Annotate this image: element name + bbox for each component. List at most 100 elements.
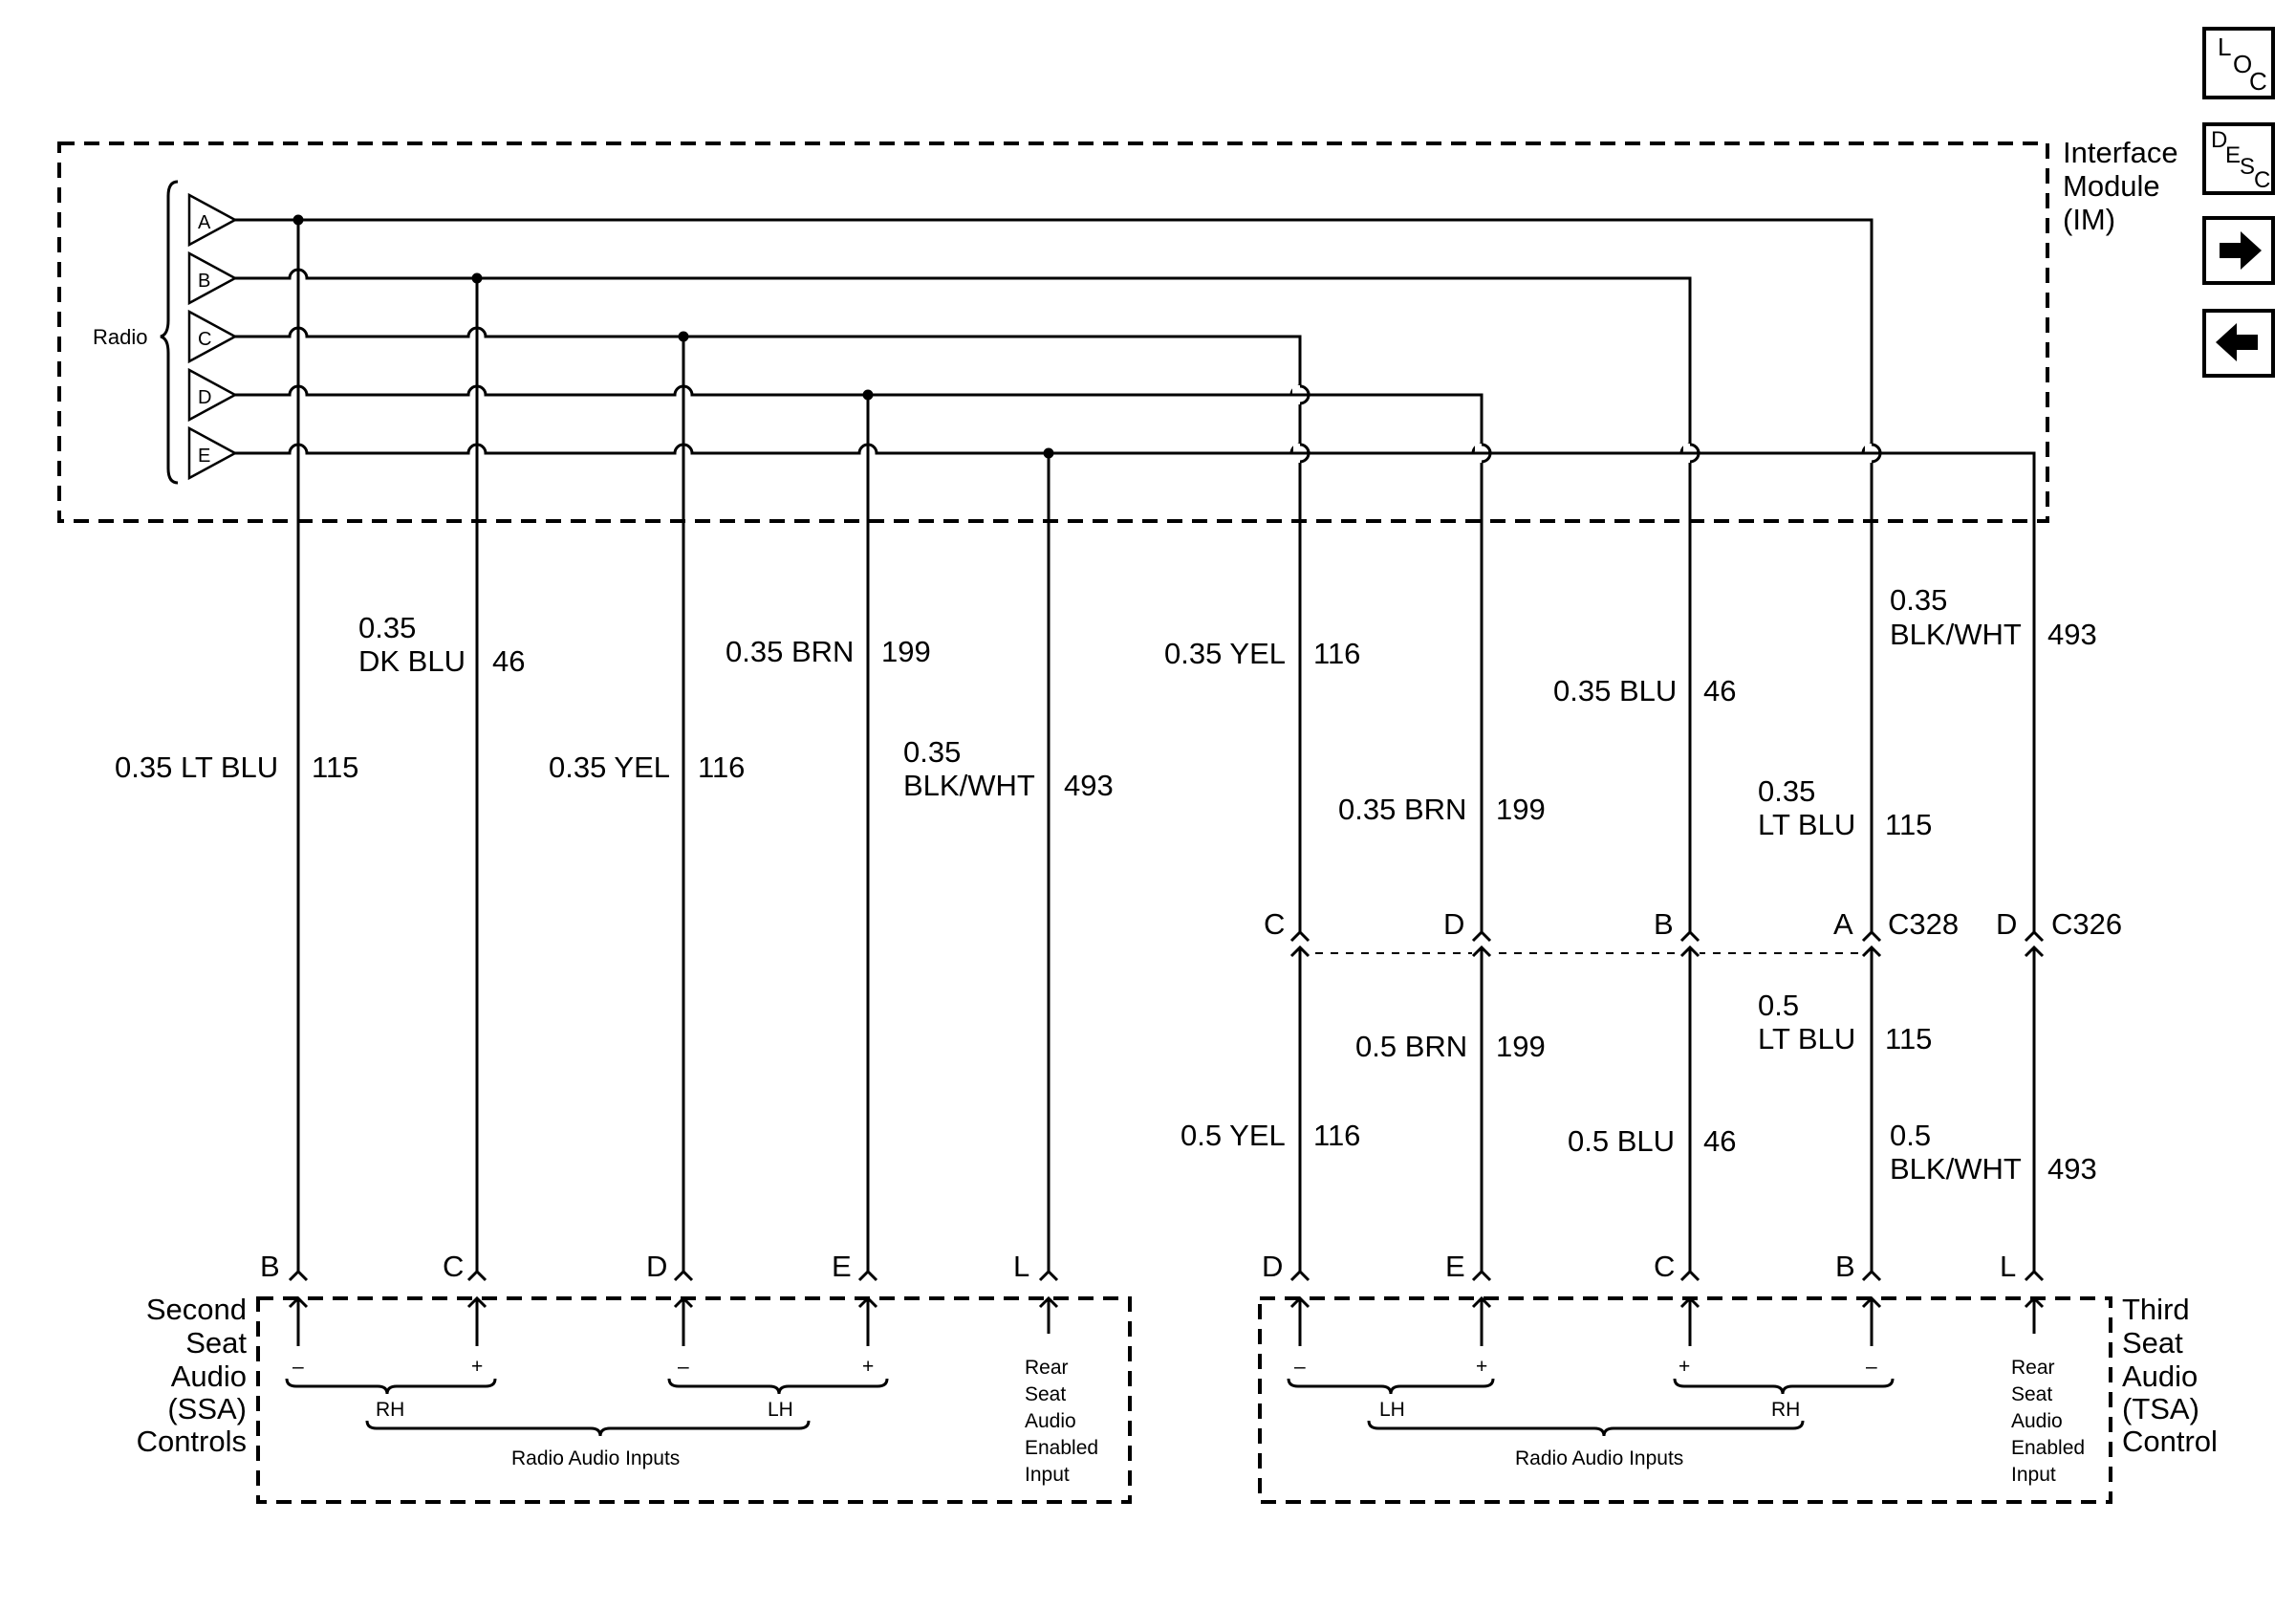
- svg-text:E: E: [2225, 142, 2241, 168]
- tsa-pin-l: L: [2000, 1250, 2045, 1334]
- ssa-pin-c: C +: [443, 1250, 487, 1378]
- svg-text:Input: Input: [1025, 1464, 1070, 1486]
- svg-text:D: D: [198, 387, 211, 408]
- arrow-right-icon: [2220, 231, 2262, 270]
- svg-text:C: C: [2249, 67, 2267, 96]
- svg-text:Third: Third: [2122, 1293, 2190, 1326]
- svg-text:BLK/WHT: BLK/WHT: [903, 769, 1035, 802]
- splice-dot-d: [862, 389, 874, 401]
- svg-text:L: L: [1013, 1250, 1029, 1283]
- tsa-inputs-brace: [1367, 1420, 1805, 1437]
- svg-text:L: L: [2218, 33, 2231, 61]
- svg-text:E: E: [198, 446, 210, 467]
- svg-text:493: 493: [1064, 769, 1114, 802]
- radio-pin-d: D: [187, 367, 238, 423]
- tsa-pin-c: C +: [1654, 1250, 1700, 1378]
- ssa-title: Second Seat Audio (SSA) Controls: [137, 1293, 248, 1458]
- svg-text:BLK/WHT: BLK/WHT: [1890, 618, 2022, 651]
- svg-text:Interface: Interface: [2063, 136, 2178, 169]
- splice-dot-e: [1043, 447, 1054, 459]
- svg-text:A: A: [1833, 907, 1853, 941]
- tsa-lh-brace: [1287, 1378, 1495, 1395]
- ssa-rh-label: RH: [376, 1399, 404, 1421]
- svg-text:0.35 BRN: 0.35 BRN: [1338, 793, 1466, 826]
- svg-text:–: –: [678, 1356, 689, 1378]
- ssa-inputs-label: Radio Audio Inputs: [511, 1447, 680, 1469]
- tsa-box: [1258, 1296, 2112, 1504]
- wire-label-tsa-b-lower: 0.5 LT BLU 115: [1758, 989, 1932, 1055]
- svg-text:L: L: [2000, 1250, 2016, 1283]
- svg-text:BLK/WHT: BLK/WHT: [1890, 1152, 2022, 1186]
- bus-d: [235, 384, 1484, 1272]
- tsa-lh-label: LH: [1379, 1399, 1405, 1421]
- interface-module-title: Interface Module (IM): [2063, 136, 2178, 236]
- svg-text:Seat: Seat: [185, 1326, 247, 1360]
- svg-text:0.5 YEL: 0.5 YEL: [1180, 1119, 1286, 1152]
- svg-text:Enabled: Enabled: [2011, 1437, 2085, 1459]
- previous-page-button[interactable]: [2202, 309, 2275, 378]
- svg-text:–: –: [1866, 1356, 1877, 1378]
- svg-text:C326: C326: [2051, 907, 2122, 941]
- svg-text:0.35: 0.35: [1890, 583, 1947, 617]
- wire-label-tsa-e-lower: 0.5 BRN 199: [1355, 1030, 1546, 1063]
- splice-dot-c: [678, 331, 689, 342]
- svg-text:B: B: [1835, 1250, 1855, 1283]
- svg-text:116: 116: [1313, 1119, 1360, 1152]
- tsa-pin-b: B –: [1835, 1250, 1882, 1378]
- svg-text:115: 115: [312, 751, 358, 784]
- svg-text:0.35 LT BLU: 0.35 LT BLU: [115, 751, 278, 784]
- svg-text:Seat: Seat: [2122, 1326, 2183, 1360]
- svg-text:B: B: [260, 1250, 280, 1283]
- ssa-lh-brace: [667, 1378, 889, 1395]
- tsa-pin-e: E +: [1445, 1250, 1492, 1378]
- tsa-enabled-label: Rear Seat Audio Enabled Input: [2011, 1357, 2085, 1486]
- svg-text:Audio: Audio: [2122, 1360, 2198, 1393]
- radio-label: Radio: [93, 325, 147, 349]
- svg-text:Seat: Seat: [2011, 1383, 2052, 1405]
- svg-text:493: 493: [2047, 1152, 2097, 1186]
- wire-label-tsa-d-upper: 0.35 YEL 116: [1164, 637, 1360, 670]
- svg-text:D: D: [1443, 907, 1464, 941]
- svg-text:46: 46: [1703, 1124, 1736, 1158]
- svg-text:0.35: 0.35: [1758, 774, 1815, 808]
- svg-text:493: 493: [2047, 618, 2097, 651]
- ssa-pin-d: D –: [646, 1250, 694, 1378]
- connector-c328: C D B A C328: [1264, 907, 1959, 966]
- splice-dot-a: [292, 214, 304, 226]
- ssa-pin-b: B –: [260, 1250, 309, 1378]
- wire-label-tsa-b-upper: 0.35 LT BLU 115: [1758, 774, 1932, 841]
- tsa-pin-d: D –: [1262, 1250, 1310, 1378]
- svg-text:D: D: [1262, 1250, 1283, 1283]
- svg-text:(SSA): (SSA): [167, 1392, 247, 1425]
- svg-text:Module: Module: [2063, 169, 2160, 203]
- svg-text:B: B: [198, 271, 210, 292]
- tsa-rh-label: RH: [1771, 1399, 1800, 1421]
- svg-text:0.35 YEL: 0.35 YEL: [549, 751, 670, 784]
- loc-button[interactable]: L O C: [2202, 27, 2275, 99]
- svg-text:C: C: [1654, 1250, 1675, 1283]
- wire-label-ssa-c: 0.35 DK BLU 46: [358, 611, 525, 678]
- desc-button[interactable]: D E S C: [2202, 122, 2275, 195]
- svg-text:C: C: [2254, 167, 2270, 193]
- wire-label-tsa-e-upper: 0.35 BRN 199: [1338, 793, 1546, 826]
- wire-label-tsa-c-upper: 0.35 BLU 46: [1553, 674, 1736, 707]
- svg-text:Audio: Audio: [171, 1360, 247, 1393]
- svg-text:E: E: [1445, 1250, 1465, 1283]
- wire-label-ssa-e: 0.35 BRN 199: [726, 635, 931, 668]
- svg-text:E: E: [832, 1250, 852, 1283]
- svg-text:116: 116: [698, 751, 745, 784]
- next-page-button[interactable]: [2202, 216, 2275, 285]
- radio-pin-c: C: [187, 309, 238, 364]
- svg-text:Audio: Audio: [2011, 1410, 2063, 1432]
- svg-text:DK BLU: DK BLU: [358, 644, 466, 678]
- svg-text:+: +: [1679, 1356, 1690, 1378]
- connector-c326: D C326: [1996, 907, 2122, 966]
- svg-text:46: 46: [1703, 674, 1736, 707]
- svg-text:+: +: [1476, 1356, 1487, 1378]
- svg-text:115: 115: [1885, 808, 1932, 841]
- svg-text:+: +: [471, 1356, 483, 1378]
- svg-text:0.35 YEL: 0.35 YEL: [1164, 637, 1286, 670]
- bus-c: [235, 326, 1302, 1272]
- svg-text:D: D: [1996, 907, 2017, 941]
